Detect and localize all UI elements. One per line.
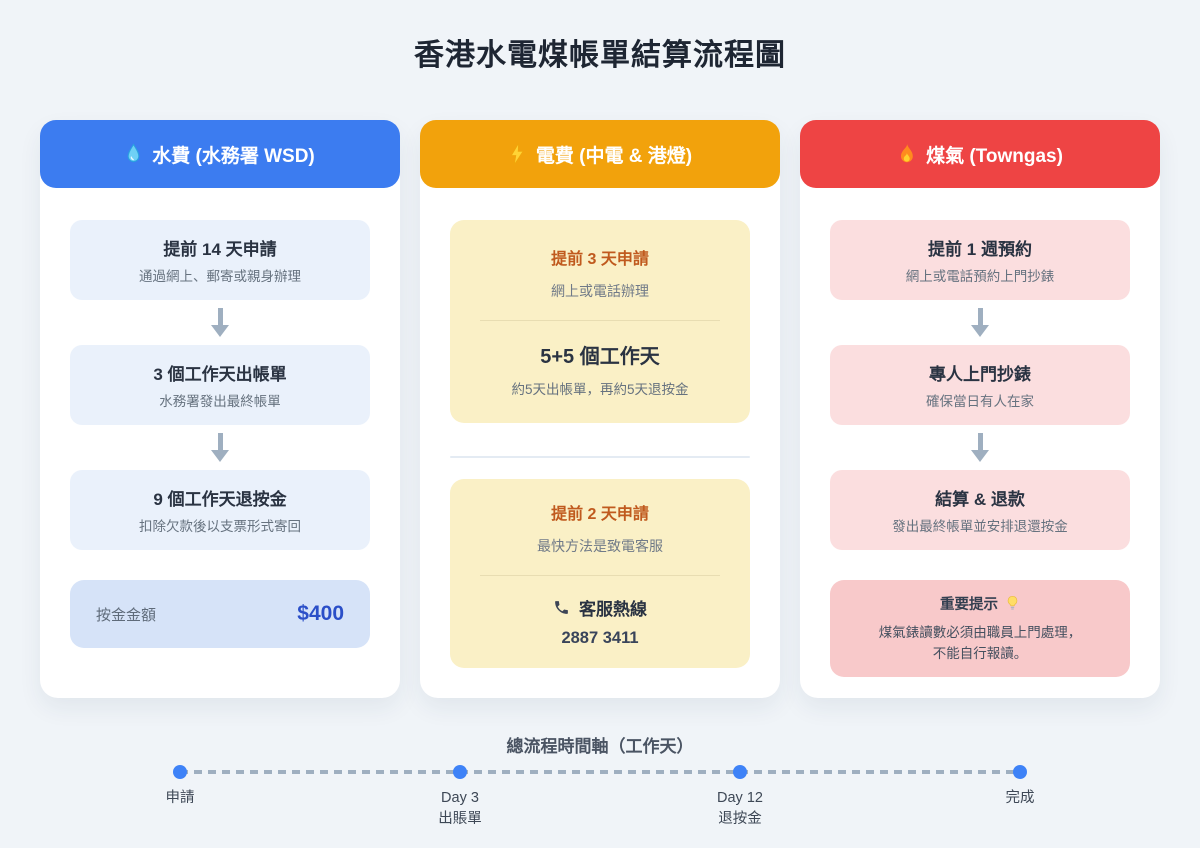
step-box: 9 個工作天退按金 扣除欠款後以支票形式寄回 <box>70 470 370 550</box>
arrow-down-icon <box>70 433 370 462</box>
panel-title: 提前 3 天申請 <box>551 251 649 268</box>
info-panel: 提前 2 天申請 最快方法是致電客服 客服熱線 2887 3411 <box>450 479 750 668</box>
step-box: 提前 1 週預約 網上或電話預約上門抄錶 <box>830 220 1130 300</box>
note-line: 煤氣錶讀數必須由職員上門處理， <box>878 624 1082 640</box>
panel-divider <box>480 574 720 576</box>
step-title: 9 個工作天退按金 <box>153 490 287 509</box>
card-header-electricity: 電費 (中電 & 港燈) <box>420 120 780 188</box>
note-box: 重要提示 煤氣錶讀數必須由職員上門處理， 不能自行報讀。 <box>830 580 1130 677</box>
note-title: 重要提示 <box>846 593 1114 614</box>
step-desc: 發出最終帳單並安排退還按金 <box>892 519 1068 534</box>
water-drop-icon <box>125 143 142 165</box>
timeline-dot <box>173 765 187 779</box>
note-title-text: 重要提示 <box>940 596 998 613</box>
step-box: 3 個工作天出帳單 水務署發出最終帳單 <box>70 345 370 425</box>
step-title: 結算 & 退款 <box>935 490 1025 509</box>
step-desc: 網上或電話預約上門抄錶 <box>905 269 1055 284</box>
panel-desc: 最快方法是致電客服 <box>537 537 663 554</box>
card-header-water: 水費 (水務署 WSD) <box>40 120 400 188</box>
step-title: 3 個工作天出帳單 <box>153 365 287 384</box>
arrow-down-icon <box>70 308 370 337</box>
utility-card-water: 水費 (水務署 WSD) 提前 14 天申請 通過網上、郵寄或親身辦理 3 個工… <box>40 120 400 698</box>
info-panel: 提前 3 天申請 網上或電話辦理 5+5 個工作天 約5天出帳單，再約5天退按金 <box>450 220 750 423</box>
note-body: 煤氣錶讀數必須由職員上門處理， 不能自行報讀。 <box>846 623 1114 665</box>
deposit-row: 按金金額 $400 <box>70 580 370 648</box>
card-header-gas: 煤氣 (Towngas) <box>800 120 1160 188</box>
timeline-track <box>180 770 1020 774</box>
step-title: 提前 14 天申請 <box>163 240 277 259</box>
panel-title: 提前 2 天申請 <box>551 505 649 523</box>
phone-icon <box>553 599 570 616</box>
milestone-sub: 出賬單 <box>438 811 482 828</box>
step-box: 專人上門抄錶 確保當日有人在家 <box>830 345 1130 425</box>
arrow-down-icon <box>830 433 1130 462</box>
fire-icon <box>897 143 916 165</box>
deposit-value: $400 <box>297 602 344 625</box>
hotline-label: 客服熱線 <box>579 599 647 619</box>
note-line: 不能自行報讀。 <box>932 645 1028 661</box>
milestone-label: 申請 <box>100 788 260 809</box>
milestone-label: 完成 <box>940 788 1100 809</box>
panel-big-title: 5+5 個工作天 <box>540 346 660 368</box>
panel-small-desc: 約5天出帳單，再約5天退按金 <box>511 382 689 397</box>
step-desc: 水務署發出最終帳單 <box>159 394 281 409</box>
deposit-label: 按金金額 <box>96 606 157 624</box>
timeline-dot <box>453 765 467 779</box>
utility-card-gas: 煤氣 (Towngas) 提前 1 週預約 網上或電話預約上門抄錶 專人上門抄錶… <box>800 120 1160 698</box>
step-title: 提前 1 週預約 <box>928 240 1032 259</box>
card-header-label: 水費 (水務署 WSD) <box>152 145 315 167</box>
milestone-sub: 退按金 <box>718 811 762 828</box>
milestone-label: Day 12 退按金 <box>660 788 820 830</box>
arrow-down-icon <box>830 308 1130 337</box>
card-header-label: 電費 (中電 & 港燈) <box>535 145 693 167</box>
page-title: 香港水電煤帳單結算流程圖 <box>414 39 786 72</box>
card-body-gas: 提前 1 週預約 網上或電話預約上門抄錶 專人上門抄錶 確保當日有人在家 結算 … <box>800 188 1160 677</box>
step-desc: 扣除欠款後以支票形式寄回 <box>139 519 301 534</box>
milestone-label: Day 3 出賬單 <box>380 788 540 830</box>
section-divider <box>450 456 750 458</box>
milestone-main: 申請 <box>165 790 195 806</box>
step-desc: 通過網上、郵寄或親身辦理 <box>139 269 301 284</box>
panel-desc: 網上或電話辦理 <box>551 283 649 299</box>
milestone-main: Day 12 <box>717 790 763 806</box>
hotline-row: 客服熱線 <box>470 595 730 620</box>
timeline-title: 總流程時間軸（工作天） <box>506 737 694 756</box>
milestone-main: 完成 <box>1005 790 1035 806</box>
milestone-main: Day 3 <box>441 790 479 806</box>
lightning-icon <box>508 143 526 165</box>
timeline-dot <box>733 765 747 779</box>
hotline-number: 2887 3411 <box>561 628 639 647</box>
step-box: 結算 & 退款 發出最終帳單並安排退還按金 <box>830 470 1130 550</box>
card-body-water: 提前 14 天申請 通過網上、郵寄或親身辦理 3 個工作天出帳單 水務署發出最終… <box>40 188 400 648</box>
panel-divider <box>480 320 720 321</box>
card-header-label: 煤氣 (Towngas) <box>926 145 1063 167</box>
light-bulb-icon <box>1005 595 1020 612</box>
timeline-dot <box>1013 765 1027 779</box>
step-title: 專人上門抄錶 <box>929 365 1031 384</box>
step-box: 提前 14 天申請 通過網上、郵寄或親身辦理 <box>70 220 370 300</box>
card-body-electricity: 提前 3 天申請 網上或電話辦理 5+5 個工作天 約5天出帳單，再約5天退按金… <box>420 188 780 668</box>
utility-card-electricity: 電費 (中電 & 港燈) 提前 3 天申請 網上或電話辦理 5+5 個工作天 約… <box>420 120 780 698</box>
step-desc: 確保當日有人在家 <box>926 394 1034 409</box>
